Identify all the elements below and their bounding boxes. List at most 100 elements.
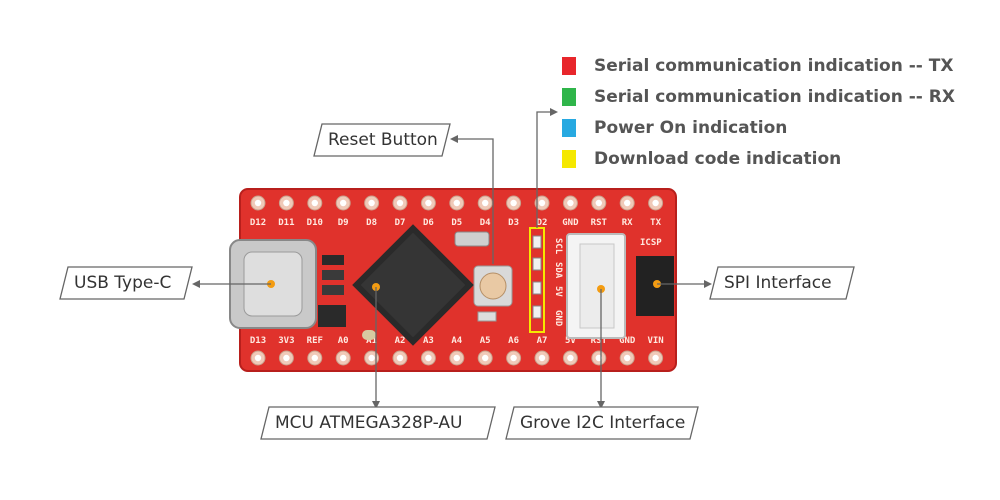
top-pin-drill <box>340 199 347 207</box>
bottom-pin-drill <box>652 354 659 362</box>
bottom-pin-label: GND <box>619 336 636 346</box>
top-pin-label: D11 <box>278 218 294 228</box>
legend-label-download: Download code indication <box>594 148 842 169</box>
power-swatch <box>562 118 576 137</box>
top-pin-drill <box>254 199 262 207</box>
bottom-pin-drill <box>453 354 460 362</box>
reset-button-label: Reset Button <box>328 130 438 150</box>
top-pin-row <box>250 195 664 211</box>
mcu-callout: MCU ATMEGA328P-AU <box>260 406 496 440</box>
grove-inner <box>579 243 615 329</box>
spi-interface-label: SPI Interface <box>724 273 832 293</box>
usb-arrowhead <box>192 280 200 288</box>
top-pin-drill <box>567 199 574 207</box>
top-pin-label: TX <box>650 218 661 228</box>
bottom-pin-label: 5V <box>565 336 576 346</box>
legend-item-download: Download code indication <box>562 143 992 174</box>
bottom-pin-label: D13 <box>250 336 266 346</box>
smd-oval <box>362 330 376 340</box>
bottom-pin-drill <box>624 354 631 362</box>
mcu-chip <box>352 224 474 346</box>
bottom-pin-drill <box>254 354 262 362</box>
bottom-pin-label: VIN <box>647 336 663 346</box>
top-pin-label: D6 <box>423 218 434 228</box>
grove-i2c-callout: Grove I2C Interface <box>505 406 699 440</box>
top-pin-label: D3 <box>508 218 519 228</box>
bottom-pin-drill <box>283 354 290 362</box>
top-pin-drill <box>624 199 631 207</box>
led-callout-line <box>536 111 556 228</box>
mcu-label: MCU ATMEGA328P-AU <box>275 413 463 433</box>
top-pin-drill <box>311 199 318 207</box>
top-pin-label: D8 <box>366 218 377 228</box>
reset-button-callout: Reset Button <box>313 123 451 157</box>
top-pin-drill <box>510 199 517 207</box>
usb-type-c-callout: USB Type-C <box>59 266 193 300</box>
grove-pin-label: SDA <box>553 262 563 279</box>
top-pin-drill <box>396 199 404 207</box>
grove-pin-label: GND <box>553 310 563 327</box>
legend-label-power: Power On indication <box>594 117 788 138</box>
resistor-1 <box>477 311 497 322</box>
top-pin-drill <box>482 199 489 207</box>
top-pin-drill <box>283 199 290 207</box>
top-pin-label: D7 <box>395 218 406 228</box>
diode <box>322 255 344 265</box>
spi-interface-callout: SPI Interface <box>709 266 855 300</box>
bottom-pin-label: A4 <box>451 336 462 346</box>
led-tx <box>532 235 542 249</box>
led-download <box>532 305 542 319</box>
bottom-pin-drill <box>340 354 347 362</box>
top-pin-label: RST <box>591 218 608 228</box>
grove-pin-labels: SCL SDA 5V GND <box>553 238 563 327</box>
grove-i2c-label: Grove I2C Interface <box>520 413 686 433</box>
grove-pin-label: 5V <box>553 286 563 297</box>
top-pin-drill <box>368 199 375 207</box>
legend-label-rx: Serial communication indication -- RX <box>594 86 955 107</box>
bottom-pin-label: A3 <box>423 336 434 346</box>
spi-arrowhead <box>704 280 712 288</box>
bottom-pin-label: A1 <box>366 336 377 346</box>
top-pin-label: D10 <box>307 218 323 228</box>
top-pin-label: D4 <box>480 218 491 228</box>
bottom-pin-label: REF <box>307 336 323 346</box>
led-rx <box>532 257 542 271</box>
regulator <box>318 305 346 327</box>
grove-arrowhead <box>597 401 605 409</box>
grove-pin-label: SCL <box>553 238 563 255</box>
top-pin-drill <box>538 199 546 207</box>
bottom-pin-label: RST <box>591 336 608 346</box>
bottom-pin-drill <box>368 354 375 362</box>
reset-arrowhead <box>450 135 458 143</box>
top-pin-label: RX <box>622 218 633 228</box>
mcu-arrowhead <box>372 401 380 409</box>
tx-swatch <box>562 56 576 75</box>
cap-1 <box>322 270 344 280</box>
top-pin-drill <box>453 199 460 207</box>
callout-arrowheads <box>192 108 712 409</box>
top-pin-label: D5 <box>451 218 462 228</box>
crystal <box>454 231 490 247</box>
bottom-pin-drill <box>396 354 404 362</box>
bottom-pin-row <box>250 350 664 366</box>
top-pin-label: D2 <box>537 218 548 228</box>
bottom-pin-drill <box>311 354 318 362</box>
bottom-pin-label: A7 <box>537 336 548 346</box>
reset-callout-line <box>452 138 494 264</box>
bottom-pin-drill <box>510 354 517 362</box>
bottom-pin-label: A6 <box>508 336 519 346</box>
top-pin-label: D9 <box>338 218 349 228</box>
top-pin-drill <box>595 199 602 207</box>
top-pin-drill <box>425 199 432 207</box>
download-swatch <box>562 149 576 168</box>
top-pin-drill <box>652 199 659 207</box>
usb-type-c-label: USB Type-C <box>74 273 172 293</box>
legend-item-rx: Serial communication indication -- RX <box>562 81 992 112</box>
bottom-pin-label: 3V3 <box>278 336 294 346</box>
cap-2 <box>322 285 344 295</box>
led-arrowhead <box>550 108 558 116</box>
bottom-pin-drill <box>425 354 432 362</box>
legend-item-power: Power On indication <box>562 112 992 143</box>
